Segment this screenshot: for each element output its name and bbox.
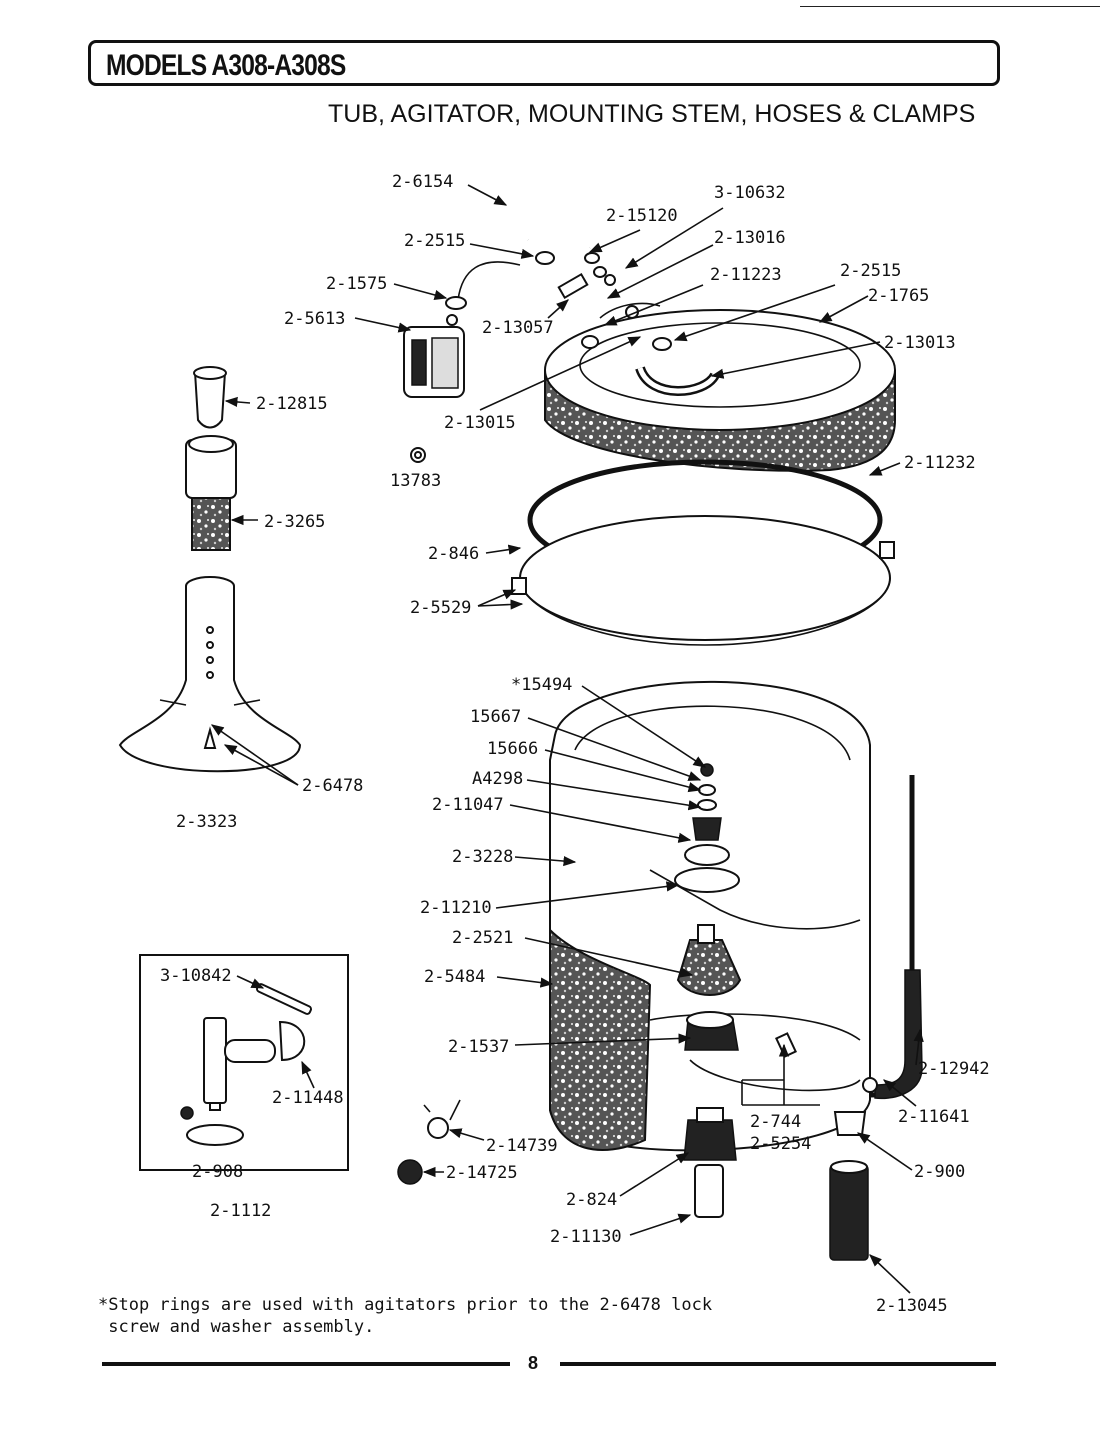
agitator-filter — [185, 435, 237, 551]
part-label: 2-6154 — [392, 172, 454, 192]
mixing-valve — [403, 314, 465, 398]
part-label: 2-11223 — [710, 265, 782, 285]
footer-rule-left — [102, 1362, 510, 1366]
part-label: 2-1112 — [210, 1201, 272, 1221]
part-label: 2-11047 — [432, 795, 504, 815]
part-label: 2-13045 — [876, 1296, 948, 1316]
part-label: *15494 — [511, 675, 573, 695]
part-label: 2-12942 — [918, 1059, 990, 1079]
part-label: 2-13013 — [884, 333, 956, 353]
agitator — [118, 576, 302, 773]
valve-hose — [445, 261, 521, 310]
part-label: 2-11448 — [272, 1088, 344, 1108]
title-box — [88, 40, 1000, 86]
part-label: 2-1765 — [868, 286, 930, 306]
part-label: 2-2521 — [452, 928, 514, 948]
part-label: 2-15120 — [606, 206, 678, 226]
part-label: 2-5484 — [424, 967, 486, 987]
tub-clamp-ring — [511, 515, 895, 646]
washer-13783 — [410, 447, 426, 463]
part-label: 2-13016 — [714, 228, 786, 248]
drain-hose-parts — [829, 775, 923, 1261]
part-label: 2-744 — [750, 1112, 802, 1132]
small-clips — [397, 1099, 461, 1185]
agitator-cap — [193, 366, 227, 429]
part-label: 2-5529 — [410, 598, 472, 618]
part-label: 2-900 — [914, 1162, 966, 1182]
part-label: 2-11232 — [904, 453, 976, 473]
part-label: 2-11130 — [550, 1227, 622, 1247]
washtub — [549, 680, 871, 1152]
part-label: 2-14739 — [486, 1136, 558, 1156]
page-subtitle: TUB, AGITATOR, MOUNTING STEM, HOSES & CL… — [328, 100, 976, 128]
part-label: 2-14725 — [446, 1163, 518, 1183]
page-title: MODELS A308-A308S — [106, 49, 346, 82]
part-label: 2-908 — [192, 1162, 244, 1182]
part-label: 13783 — [390, 471, 442, 491]
part-label: A4298 — [472, 769, 524, 789]
part-label: 2-3323 — [176, 812, 238, 832]
mounting-stem-parts — [674, 763, 742, 1051]
hose-clamps-top — [535, 251, 607, 278]
part-label: 2-824 — [566, 1190, 618, 1210]
part-label: 3-10632 — [714, 183, 786, 203]
part-label: 2-1537 — [448, 1037, 510, 1057]
leader-lines — [210, 184, 924, 1294]
footnote: *Stop rings are used with agitators prio… — [98, 1295, 713, 1337]
part-label: 3-10842 — [160, 966, 232, 986]
part-label: 15666 — [487, 739, 539, 759]
part-label: 2-3265 — [264, 512, 326, 532]
top-rule — [800, 6, 1100, 7]
footer-rule-right — [560, 1362, 996, 1366]
part-label: 2-13057 — [482, 318, 554, 338]
part-label: 2-13015 — [444, 413, 516, 433]
part-label: 2-11210 — [420, 898, 492, 918]
part-label: 15667 — [470, 707, 522, 727]
hose-fittings — [557, 272, 661, 319]
part-label: 2-3228 — [452, 847, 514, 867]
part-label: 2-2515 — [840, 261, 902, 281]
page-number: 8 — [528, 1353, 539, 1373]
part-label: 2-5254 — [750, 1134, 812, 1154]
part-label: 2-12815 — [256, 394, 328, 414]
part-label: 2-11641 — [898, 1107, 970, 1127]
part-label: 2-2515 — [404, 231, 466, 251]
part-label: 2-1575 — [326, 274, 388, 294]
part-label: 2-846 — [428, 544, 480, 564]
fill-hose-u-tube — [518, 198, 599, 250]
tub-cover — [544, 309, 896, 472]
part-label: 2-6478 — [302, 776, 364, 796]
part-label: 2-5613 — [284, 309, 346, 329]
inset-box — [139, 954, 349, 1171]
